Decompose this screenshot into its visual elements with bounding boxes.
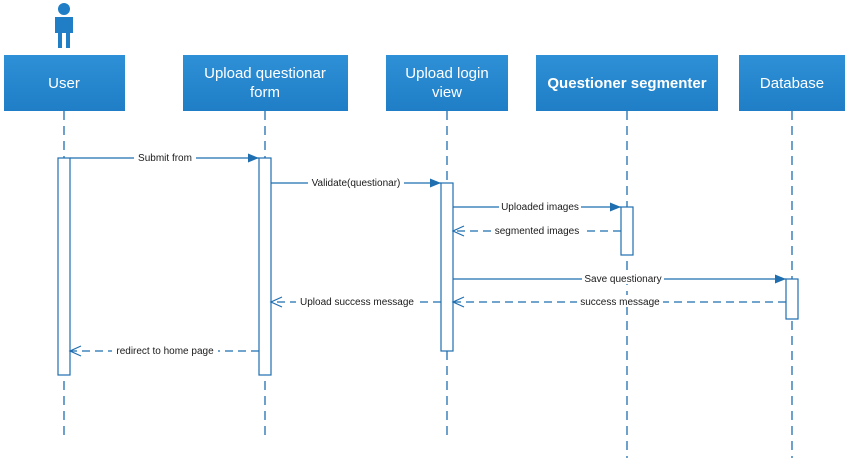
participant-upload-questionar-form-label-line-1: Upload questionar — [204, 65, 326, 82]
participant-user-label: User — [48, 75, 80, 92]
message-upload-success-message: Upload success message — [269, 295, 441, 308]
messages: Submit from Validate(questionar) Uploade… — [68, 151, 786, 357]
arrowhead-filled-icon — [610, 202, 621, 212]
participant-questioner-segmenter-label: Questioner segmenter — [547, 75, 706, 92]
message-redirect-to-home-page: redirect to home page — [68, 344, 259, 357]
message-save-questionary: Save questionary — [453, 272, 786, 285]
participant-headers: User Upload questionar form Upload login… — [4, 55, 845, 111]
activation-questioner-segmenter — [620, 206, 634, 256]
message-validate-questionar: Validate(questionar) — [271, 176, 441, 189]
participant-upload-questionar-form: Upload questionar form — [183, 55, 348, 111]
participant-upload-login-view-label-line-1: Upload login — [405, 65, 488, 82]
arrowhead-open-icon — [269, 296, 283, 308]
arrowhead-filled-icon — [775, 274, 786, 284]
participant-upload-login-view-label-line-2: view — [432, 84, 462, 101]
message-label-segmented-images: segmented images — [495, 226, 580, 237]
person-icon — [55, 3, 73, 48]
arrowhead-open-icon — [451, 296, 465, 308]
activation-user — [57, 157, 71, 376]
activation-bars — [57, 157, 799, 376]
message-submit-from: Submit from — [70, 151, 259, 164]
arrowhead-open-icon — [68, 345, 82, 357]
message-label-uploaded-images: Uploaded images — [501, 202, 579, 213]
message-label-validate-questionar: Validate(questionar) — [312, 178, 401, 189]
participant-database: Database — [739, 55, 845, 111]
message-label-submit-from: Submit from — [138, 153, 192, 164]
message-segmented-images: segmented images — [451, 224, 621, 237]
participant-user: User — [4, 55, 125, 111]
activation-upload-login-view — [440, 182, 454, 352]
message-success-message: success message — [451, 295, 786, 308]
participant-database-label: Database — [760, 75, 824, 92]
message-label-success-message: success message — [580, 297, 660, 308]
activation-database — [785, 278, 799, 320]
arrowhead-filled-icon — [248, 153, 259, 163]
message-uploaded-images: Uploaded images — [453, 200, 621, 213]
participant-upload-questionar-form-label-line-2: form — [250, 84, 280, 101]
participant-questioner-segmenter: Questioner segmenter — [536, 55, 718, 111]
activation-upload-questionar-form — [258, 157, 272, 376]
arrowhead-open-icon — [451, 225, 465, 237]
message-label-upload-success-message: Upload success message — [300, 297, 414, 308]
participant-upload-login-view: Upload login view — [386, 55, 508, 111]
arrowhead-filled-icon — [430, 178, 441, 188]
message-label-redirect-to-home-page: redirect to home page — [116, 346, 214, 357]
message-label-save-questionary: Save questionary — [584, 274, 661, 285]
